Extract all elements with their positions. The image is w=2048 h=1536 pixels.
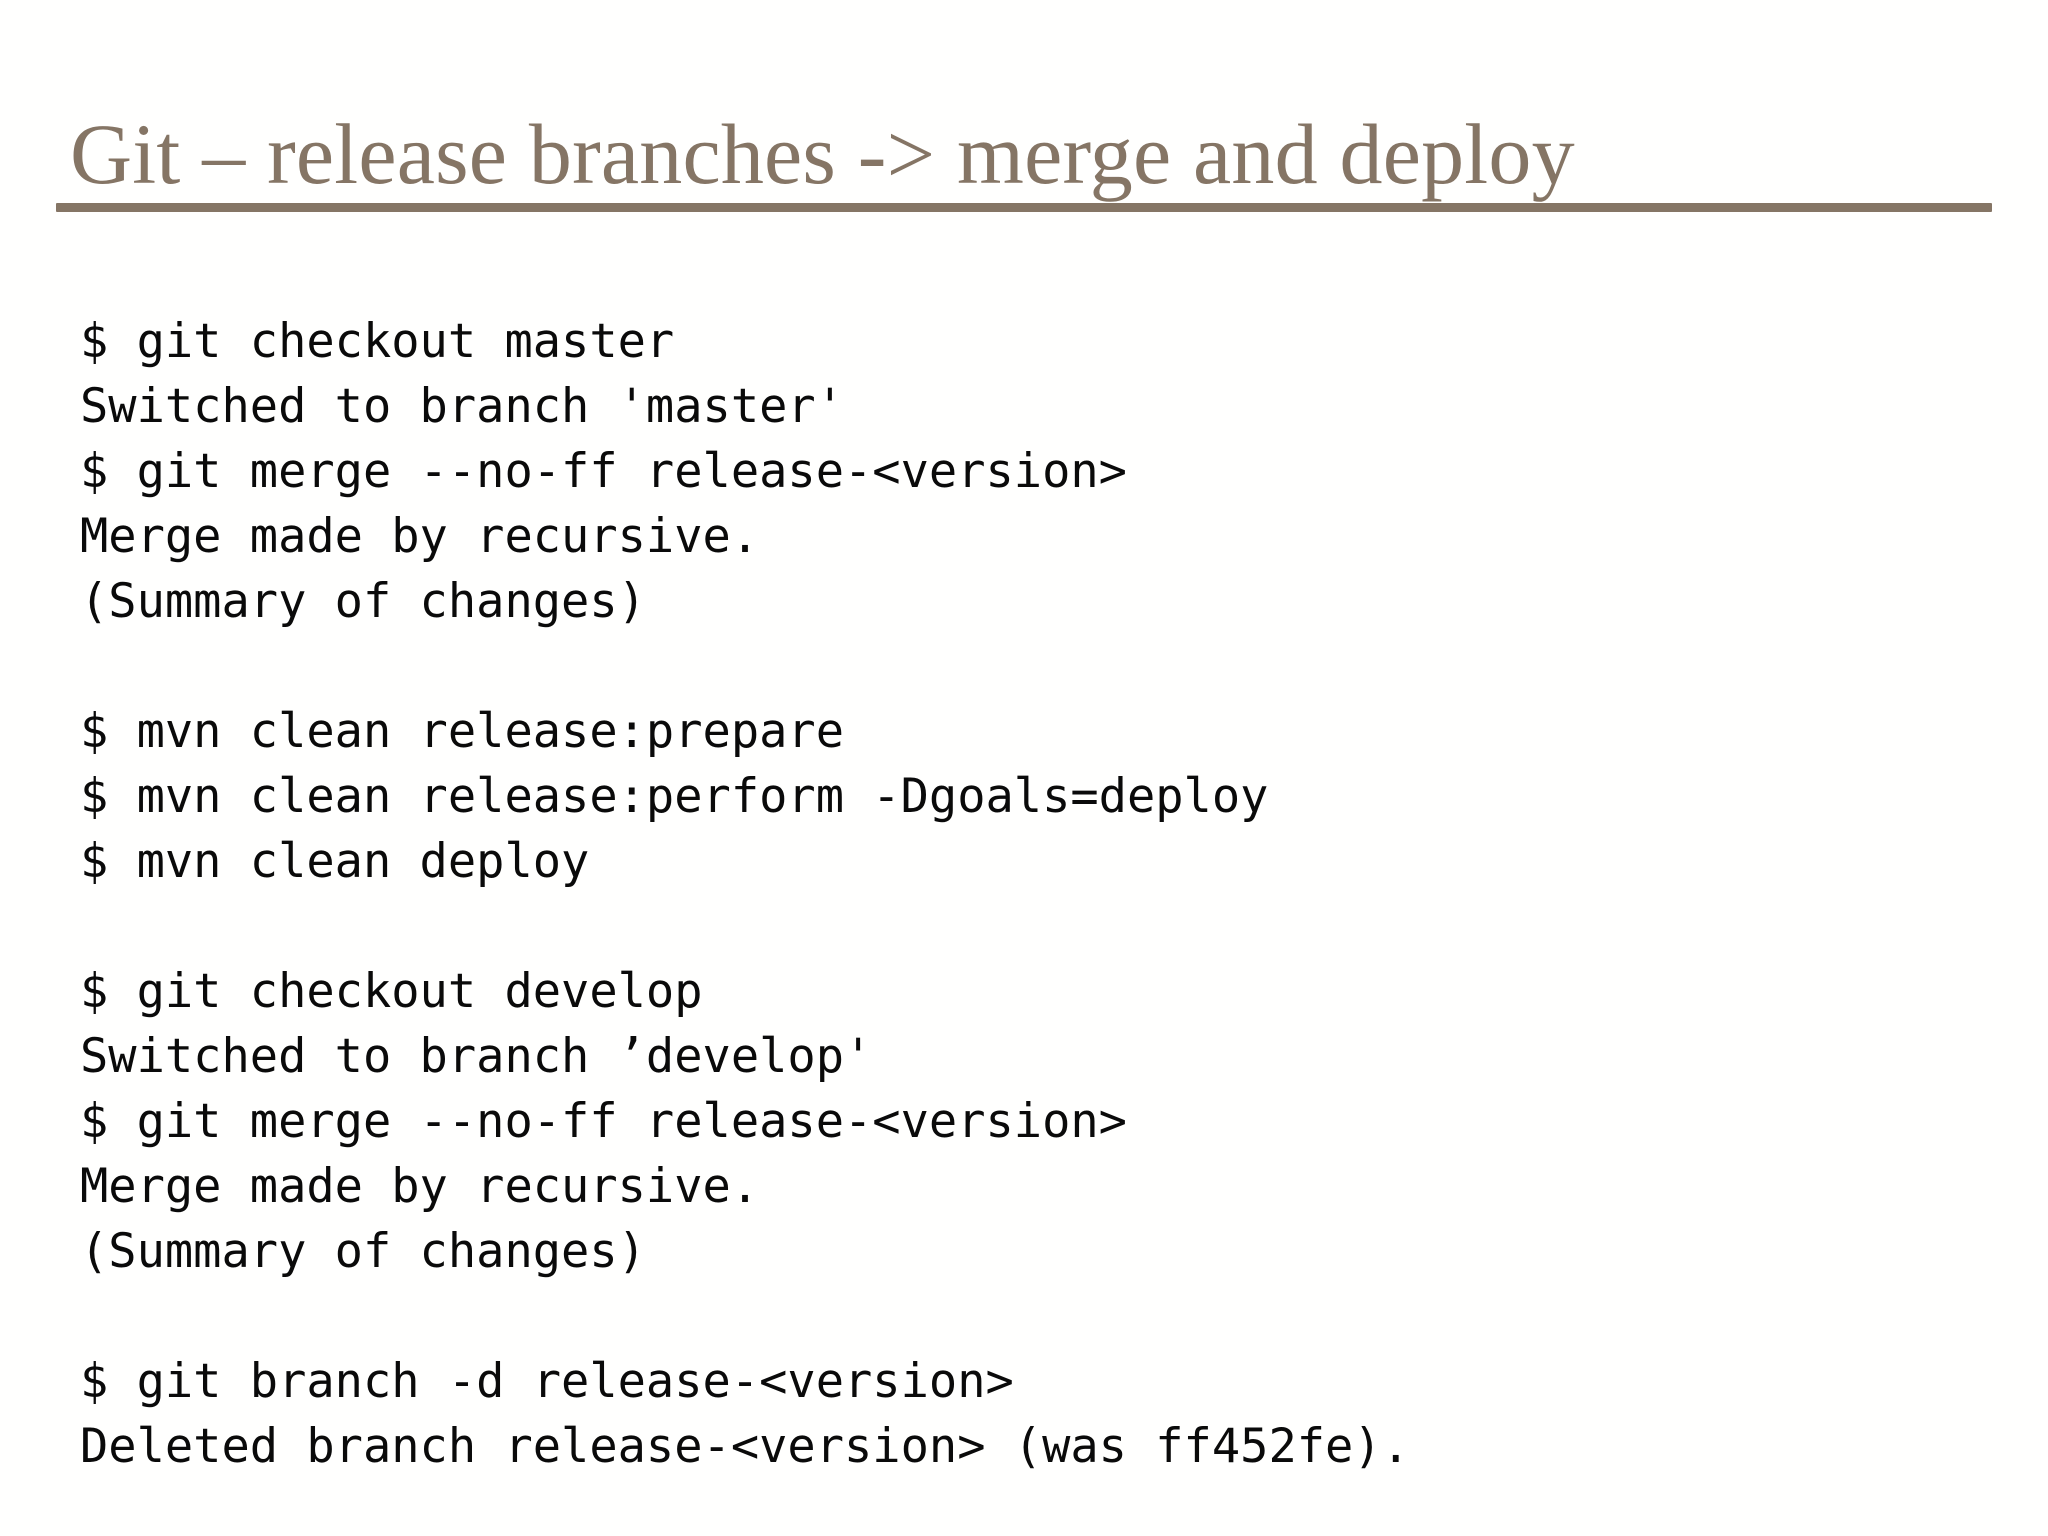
code-line: (Summary of changes) (80, 574, 646, 629)
code-line: $ mvn clean release:perform -Dgoals=depl… (80, 769, 1269, 824)
code-line: $ mvn clean release:prepare (80, 704, 845, 759)
page-title: Git – release branches -> merge and depl… (70, 105, 1575, 202)
code-line-blank (80, 1284, 1980, 1349)
code-line: Merge made by recursive. (80, 1159, 760, 1214)
code-line: $ mvn clean deploy (80, 834, 590, 889)
code-line: Merge made by recursive. (80, 509, 760, 564)
code-line-blank (80, 634, 1980, 699)
code-line: Switched to branch ’develop' (80, 1029, 873, 1084)
code-line: (Summary of changes) (80, 1224, 646, 1279)
code-line: $ git checkout develop (80, 964, 703, 1019)
code-line: Deleted branch release-<version> (was ff… (80, 1419, 1410, 1474)
code-line: $ git merge --no-ff release-<version> (80, 1094, 1127, 1149)
code-line: Switched to branch 'master' (80, 379, 845, 434)
code-line: $ git checkout master (80, 314, 675, 369)
code-line-blank (80, 894, 1980, 959)
code-line: $ git merge --no-ff release-<version> (80, 444, 1127, 499)
code-line: $ git branch -d release-<version> (80, 1354, 1014, 1409)
title-divider (56, 203, 1992, 212)
